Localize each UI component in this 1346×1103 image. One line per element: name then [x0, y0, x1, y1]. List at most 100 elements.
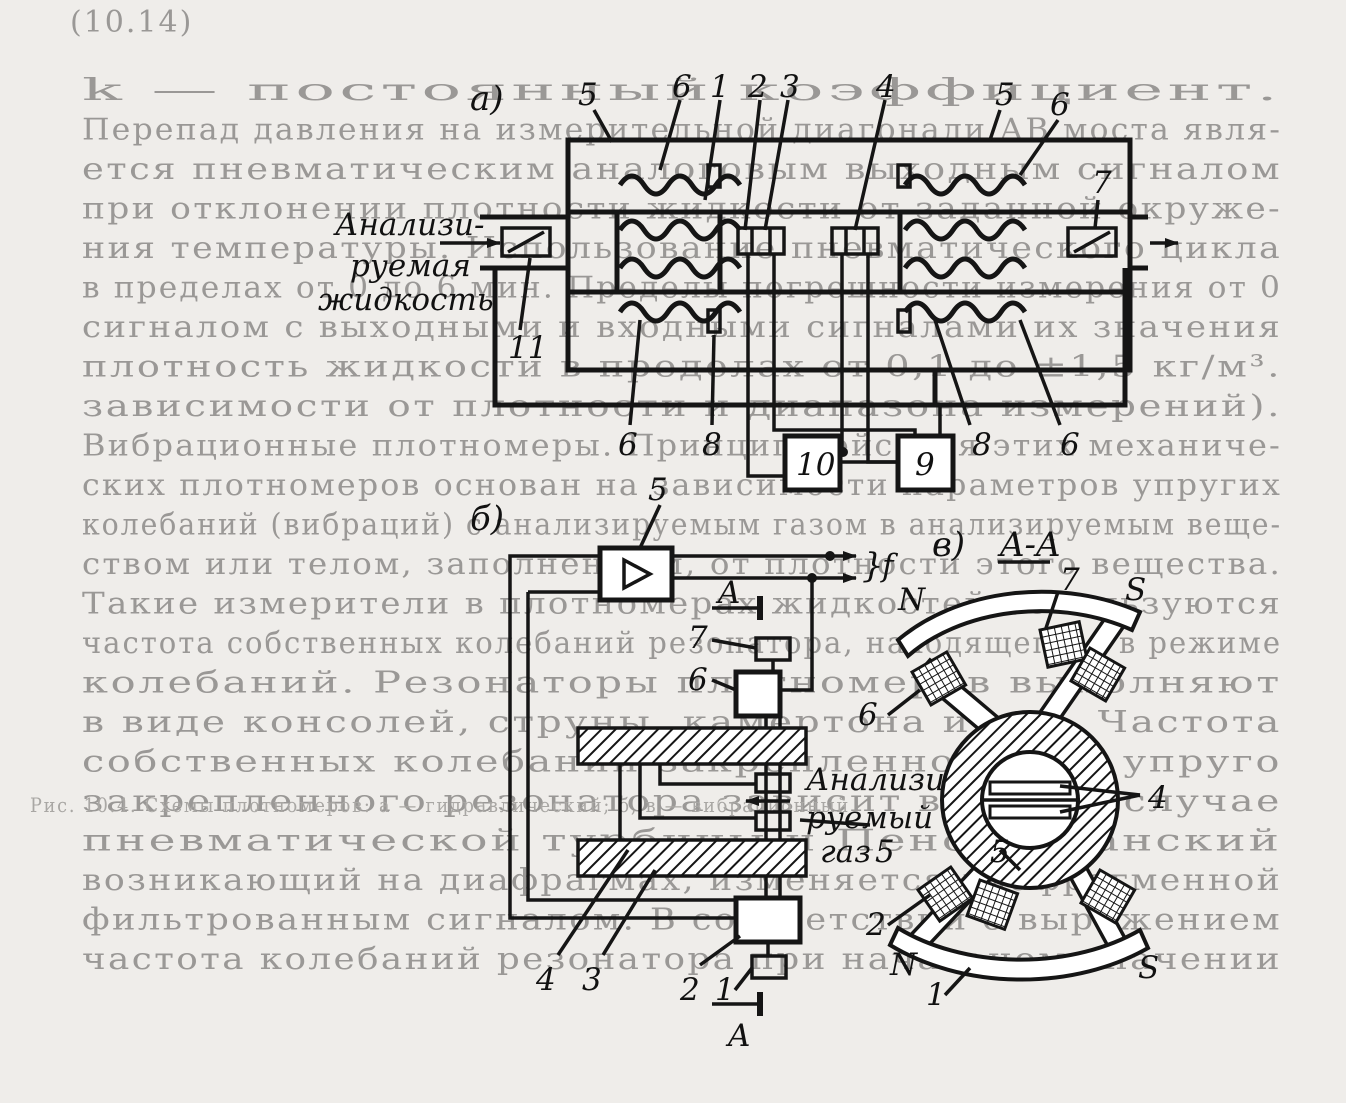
gas-label-line2: руемый: [806, 800, 933, 836]
bellows-right-bottom-inner: [902, 256, 1028, 280]
label-a-2: 2: [747, 69, 768, 105]
panel-label-b: б): [470, 499, 504, 539]
diagram-a-hydrostatic-densimeter: а): [318, 69, 1179, 493]
background-text-line: сигналом с выходными и входными сигналам…: [82, 310, 1282, 345]
leader-lines-b: [556, 504, 871, 992]
sensor-3: [736, 226, 786, 256]
label-b-6: 6: [688, 662, 708, 698]
pole-label-s-top: S: [1125, 572, 1146, 608]
background-text-line: в пределах от 0 до 6 мин. Пределы погреш…: [82, 271, 1282, 306]
label-b-7: 7: [688, 620, 708, 656]
diagram-c-section-a-a: в) A-A: [858, 525, 1168, 1013]
coil-top-center: [1038, 619, 1089, 669]
amplifier-block: [597, 545, 675, 603]
coil-bottom-right: [1078, 867, 1137, 925]
label-a-6-bottom-right: 6: [1060, 427, 1080, 463]
bellows-left-bottom-inner: [617, 256, 743, 280]
background-text-line: плотность жидкости в пределах от 0,1 до …: [82, 350, 1282, 385]
label-a-5-left: 5: [578, 77, 598, 113]
outer-loop-line: [492, 268, 1128, 408]
resonator-element-lower: [754, 810, 792, 832]
inlet-label-line2: руемая: [350, 248, 471, 284]
wire-sensor3-a: [746, 254, 790, 478]
coil-bottom-left: [915, 864, 975, 924]
inlet-label-line1: Анализи-: [333, 207, 484, 243]
label-b-5: 5: [648, 472, 668, 508]
brace-symbol: }: [862, 546, 884, 586]
background-text-line: ских плотномеров основан на зависимости …: [82, 468, 1282, 503]
receiver-block-2: [733, 895, 803, 945]
background-text-line: ется пневматическим аналоговым выходным …: [82, 152, 1282, 187]
diagram-b-vibration-gas-densimeter: б) } f A A: [470, 472, 955, 1054]
housing-upper-wall: [576, 726, 808, 766]
label-a-3: 3: [780, 69, 800, 105]
gas-channel-lower: [638, 764, 756, 820]
feedback-loop-inner: [526, 592, 738, 902]
output-tap-to-block6: [780, 578, 814, 692]
coil-top-left: [909, 649, 968, 707]
leader-lines-c: [886, 591, 1141, 997]
gas-label-line3: газ: [820, 834, 871, 870]
header-formula: (10.14): [70, 5, 193, 40]
label-b-2: 2: [679, 972, 700, 1008]
label-a-9: 9: [915, 447, 935, 483]
support-8-left: [706, 308, 722, 334]
section-label-bottom: A: [725, 1018, 750, 1054]
section-label-top: A: [715, 575, 740, 611]
coil-group: [909, 619, 1137, 932]
pole-label-s-bottom: S: [1138, 950, 1159, 986]
label-c-7: 7: [1060, 562, 1080, 598]
exciter-block-6: [733, 669, 783, 719]
label-b-1: 1: [715, 972, 735, 1008]
block-10: [782, 433, 843, 493]
support-8-right: [896, 308, 912, 334]
label-a-1: 1: [710, 69, 730, 105]
bottom-arc-magnet-1: [887, 925, 1151, 982]
background-caption: Рис. 10.4. Схемы плотномеров: а — гидрав…: [30, 793, 850, 817]
block-9: [895, 433, 956, 493]
output-junction-top: [825, 551, 835, 561]
background-text-line: Вибрационные плотномеры. Принцип действи…: [82, 429, 1282, 464]
gas-channel-upper: [658, 764, 756, 786]
label-a-6-top: 6: [672, 69, 692, 105]
label-c-5: 5: [990, 834, 1010, 870]
bellows-right-top-outer: [902, 173, 1028, 197]
background-text-line: фильтрованным сигналом. В соответствии с…: [82, 903, 1282, 938]
support-top-right: [896, 163, 912, 189]
bellows-right-bottom-outer: [902, 300, 1028, 324]
leader-lines-a: [518, 99, 1100, 426]
label-b-4: 4: [535, 962, 556, 998]
pole-label-n-bottom: N: [889, 947, 919, 983]
label-a-8-right: 8: [972, 427, 992, 463]
label-a-10: 10: [796, 447, 835, 483]
resonator-element-upper: [754, 772, 792, 794]
label-c-4: 4: [1147, 780, 1168, 816]
background-text-line: ством или телом, заполненным, от плотнос…: [82, 547, 1282, 582]
coil-bottom-center: [965, 878, 1020, 932]
temperature-sensor-11: [500, 226, 552, 258]
panel-label-a: а): [470, 79, 504, 119]
bellows-right-top-inner: [902, 218, 1028, 242]
top-arc-magnet-7: [895, 589, 1143, 660]
inlet-label-line3: жидкость: [318, 282, 494, 318]
section-title-a-a: A-A: [997, 525, 1061, 565]
temperature-sensor-7: [1066, 226, 1118, 258]
label-a-7: 7: [1092, 165, 1112, 201]
label-a-6-bottom-left: 6: [618, 427, 638, 463]
label-c-2: 2: [865, 907, 886, 943]
panel-label-c: в): [932, 525, 965, 565]
triangle-amplifier-icon: [622, 557, 654, 591]
label-a-4: 4: [875, 69, 896, 105]
background-text-line: колебаний (вибраций) с анализируемым газ…: [82, 508, 1282, 543]
bellows-left-top-inner: [617, 218, 743, 242]
label-a-5-right: 5: [995, 77, 1015, 113]
inner-tube: [565, 209, 1133, 295]
bellows-left-top-outer: [617, 173, 743, 197]
gas-label-line1: Анализи-: [804, 762, 955, 798]
magnet-1: [750, 954, 788, 980]
label-b-5-gas: 5: [875, 834, 895, 870]
label-a-11: 11: [508, 330, 547, 366]
pole-label-n-top: N: [897, 582, 927, 618]
label-a-8-left: 8: [702, 427, 722, 463]
resonator-plate-lower: [988, 804, 1072, 820]
